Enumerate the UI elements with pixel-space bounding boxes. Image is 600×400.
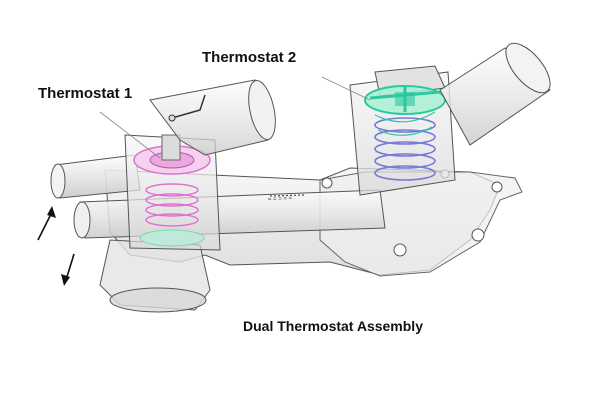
thermostat-1-leader [99,111,161,159]
thermostat-2-leader [321,76,371,101]
bolt-hole [471,228,485,242]
flow-arrow-out [61,253,75,286]
bolt-hole [321,177,333,189]
bolt-hole [393,243,407,257]
inlet-pipe-upper-end [50,163,66,199]
flow-arrow-in [37,206,56,241]
cross-tube-end [73,201,91,239]
bolt-hole [491,181,503,193]
thermostat-1 [124,134,221,251]
diagram-caption: Dual Thermostat Assembly [243,318,423,334]
thermostat-1-elbow-pipe [149,79,269,156]
svg-text:= = = = =: = = = = = [268,196,293,203]
thermostat-1-label: Thermostat 1 [38,85,133,102]
thermostat-2 [349,65,456,196]
thermostat-2-label: Thermostat 2 [202,49,297,66]
